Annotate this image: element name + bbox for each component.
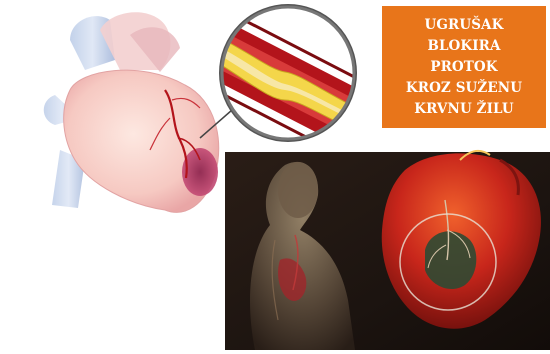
- caption-line-1: UGRUŠAK: [425, 15, 504, 36]
- caption-line-5: KRVNU ŽILU: [414, 99, 513, 120]
- caption-line-2: BLOKIRA: [427, 36, 500, 57]
- photo-panel: [225, 151, 550, 350]
- artery-cross-section: [205, 0, 370, 170]
- caption-box: UGRUŠAK BLOKIRA PROTOK KROZ SUŽENU KRVNU…: [382, 6, 546, 128]
- heart-illustration: [44, 12, 219, 212]
- caption-line-3: PROTOK: [430, 57, 497, 78]
- caption-line-4: KROZ SUŽENU: [406, 78, 522, 99]
